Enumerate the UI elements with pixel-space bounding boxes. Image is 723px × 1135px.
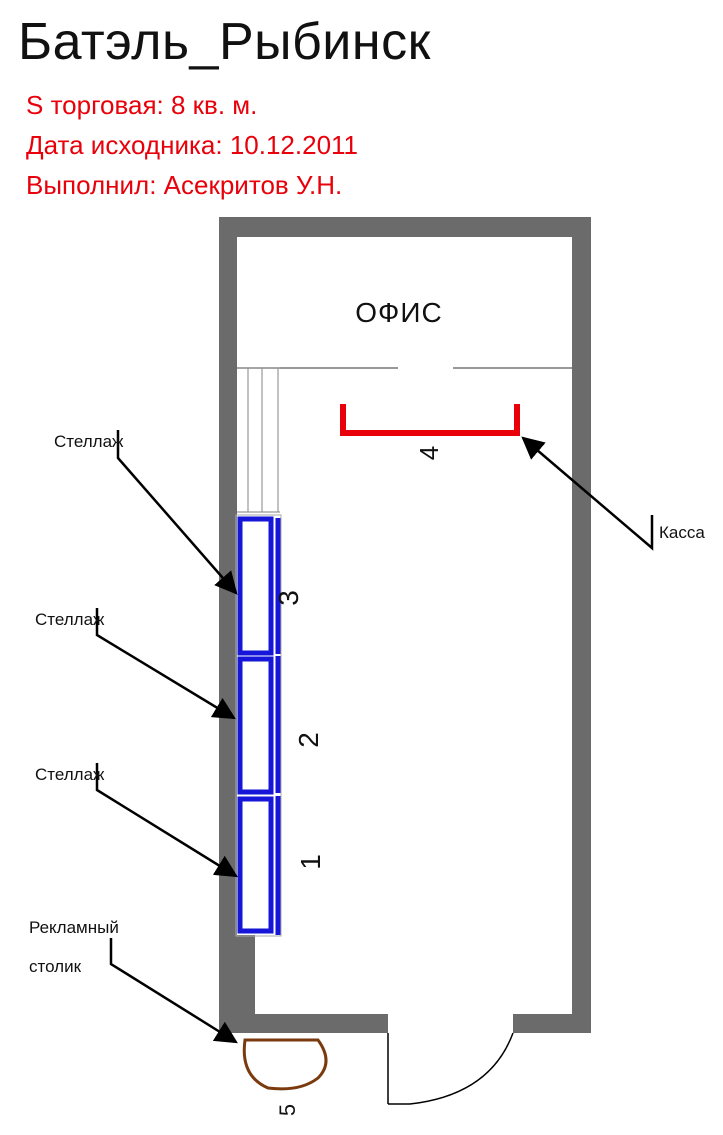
outer-wall	[219, 217, 591, 1033]
area-info: S торговая: 8 кв. м.	[26, 90, 258, 120]
promo-table-callout-label-line2: столик	[29, 957, 82, 976]
promo-table-callout-label-line1: Рекламный	[29, 918, 119, 937]
cashier-counter	[340, 404, 520, 436]
author-info: Выполнил: Асекритов У.Н.	[26, 170, 343, 200]
cashier-callout-label: Касса	[659, 523, 705, 542]
walls	[219, 217, 591, 1033]
office-label: ОФИС	[355, 297, 442, 328]
rack-number-1: 1	[295, 854, 326, 870]
rack-number-2: 2	[293, 732, 324, 748]
promo-table	[242, 1038, 328, 1091]
rack-area-outline	[235, 514, 282, 937]
cashier-number: 4	[414, 446, 444, 460]
cashier-callout-line	[521, 436, 654, 551]
rack-3-callout-line	[116, 430, 238, 595]
promo-table-callout-line	[109, 938, 238, 1044]
rack-1	[237, 796, 281, 935]
staircase	[237, 367, 280, 513]
inner-wall-segment	[237, 935, 255, 1014]
rack-1-callout-label: Стеллаж	[35, 765, 105, 784]
promo-table-number: 5	[275, 1104, 300, 1116]
entrance-door	[387, 1032, 514, 1105]
rack-1-callout-line	[95, 763, 238, 878]
rack-2	[237, 656, 281, 795]
plan-title: Батэль_Рыбинск	[18, 13, 431, 71]
callout-lines	[95, 430, 654, 1044]
rack-3	[237, 516, 281, 656]
rack-2-callout-line	[95, 608, 236, 720]
rack-number-3: 3	[273, 590, 304, 606]
rack-3-callout-label: Стеллаж	[54, 432, 124, 451]
source-date-info: Дата исходника: 10.12.2011	[26, 130, 359, 160]
rack-2-callout-label: Стеллаж	[35, 610, 105, 629]
